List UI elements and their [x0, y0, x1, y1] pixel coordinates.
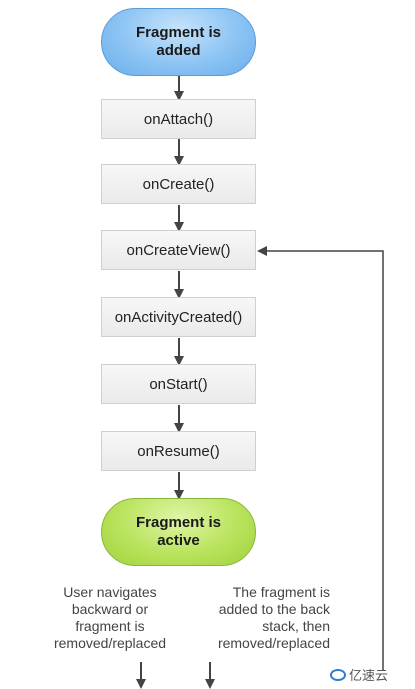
- watermark-logo-icon: [330, 668, 346, 681]
- onresume-step: onResume(): [101, 431, 256, 471]
- onattach-step: onAttach(): [101, 99, 256, 139]
- watermark: 亿速云: [330, 665, 388, 684]
- arrow-back-stack-return: [257, 246, 384, 670]
- fragment-active-node: Fragment is active: [101, 498, 256, 566]
- onactivitycreated-step: onActivityCreated(): [101, 297, 256, 337]
- fragment-added-node: Fragment is added: [101, 8, 256, 76]
- watermark-text: 亿速云: [349, 668, 389, 683]
- oncreate-step: onCreate(): [101, 164, 256, 204]
- back-stack-caption: The fragment is added to the back stack,…: [217, 584, 330, 651]
- oncreateview-step: onCreateView(): [101, 230, 256, 270]
- onstart-step: onStart(): [101, 364, 256, 404]
- user-navigates-caption: User navigates backward or fragment is r…: [53, 584, 167, 651]
